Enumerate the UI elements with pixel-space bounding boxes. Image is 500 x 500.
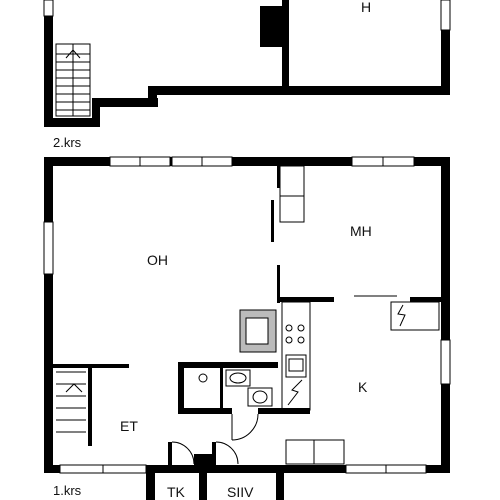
annex-wall-right [276,465,284,500]
annex-wall-left [146,465,155,500]
annex-wall-mid [199,465,207,500]
upper-staircase [55,43,91,117]
mh-wall-lower [277,265,280,303]
room-label-et: ET [120,418,138,434]
upper-bottom-wall-right [148,86,450,95]
upper-bottom-wall-mid [92,98,158,107]
upper-chimney [260,6,282,47]
entry-doors [168,441,239,465]
kitchen-counter [281,301,311,411]
upper-partition-wall [282,0,289,92]
room-label-h: H [361,0,371,15]
lower-top-wall [44,157,450,166]
floor-label-lower: 1.krs [53,483,82,498]
upper-right-window [440,0,451,31]
upper-step-wall-2 [148,86,157,107]
floor-label-upper: 2.krs [53,135,82,150]
mh-closet [279,165,305,223]
k-cabinet [390,301,440,331]
mh-door-leaf [271,200,274,242]
lower-bottom-wall [44,465,450,473]
upper-left-window [43,0,54,17]
lower-right-wall [441,157,450,473]
left-window [43,221,54,275]
upper-step-wall [92,98,100,127]
room-label-oh: OH [147,252,168,268]
room-label-k: K [358,379,368,395]
upper-right-wall [441,30,450,95]
mh-bottom-wall [280,297,334,302]
room-label-tk: TK [167,484,186,500]
upper-bottom-wall-left [44,118,100,127]
right-window [440,339,451,385]
room-label-mh: MH [350,223,372,239]
lower-left-wall [44,157,53,473]
fireplace [239,309,277,353]
bathroom [178,362,310,441]
bench [285,439,345,465]
upper-floor: H 2.krs [43,0,451,150]
room-label-siiv: SIIV [227,484,254,500]
upper-left-wall [44,0,53,127]
mh-partition-wall [277,166,280,188]
k-top-wall [410,297,441,302]
lower-staircase [53,364,129,446]
lower-floor: OH MH K ET TK SIIV 1.krs [43,156,451,500]
